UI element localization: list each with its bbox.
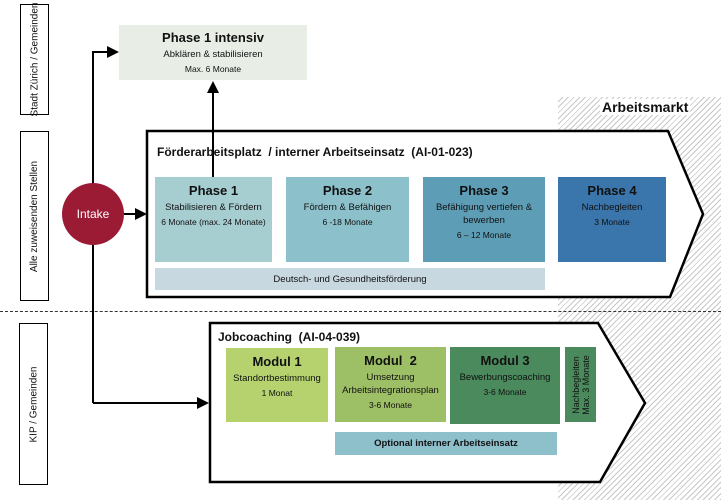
phase1-intensiv-box: Phase 1 intensiv Abklären & stabilisiere…: [119, 25, 307, 80]
jobcoaching-title: Jobcoaching (AI-04-039): [218, 330, 361, 344]
section-divider: [0, 311, 721, 312]
deutsch-bar: Deutsch- und Gesundheitsförderung: [155, 268, 545, 290]
arbeitsmarkt-label: Arbeitsmarkt: [600, 99, 691, 115]
modul-2: Modul 2 Umsetzung Arbeitsintegrationspla…: [335, 347, 446, 422]
phase-1: Phase 1 Stabilisieren & Fördern 6 Monate…: [155, 177, 272, 262]
modul-3: Modul 3 Bewerbungscoaching 3-6 Monate: [450, 347, 560, 424]
phase-2: Phase 2 Fördern & Befähigen 6 -18 Monate: [286, 177, 409, 262]
foerder-title: Förderarbeitsplatz / interner Arbeitsein…: [157, 145, 473, 159]
phase-3: Phase 3 Befähigung vertiefen & bewerben …: [423, 177, 545, 262]
phase-4: Phase 4 Nachbegleiten 3 Monate: [558, 177, 666, 262]
intake-circle: Intake: [62, 183, 124, 245]
optional-bar: Optional interner Arbeitseinsatz: [335, 432, 557, 455]
side-label-alle: Alle zuweisenden Stellen: [20, 131, 49, 301]
side-label-kip: KIP / Gemeinden: [19, 323, 48, 485]
modul-1: Modul 1 Standortbestimmung 1 Monat: [226, 348, 328, 422]
side-label-stadt: Stadt Zürich / Gemeinden: [20, 3, 49, 116]
